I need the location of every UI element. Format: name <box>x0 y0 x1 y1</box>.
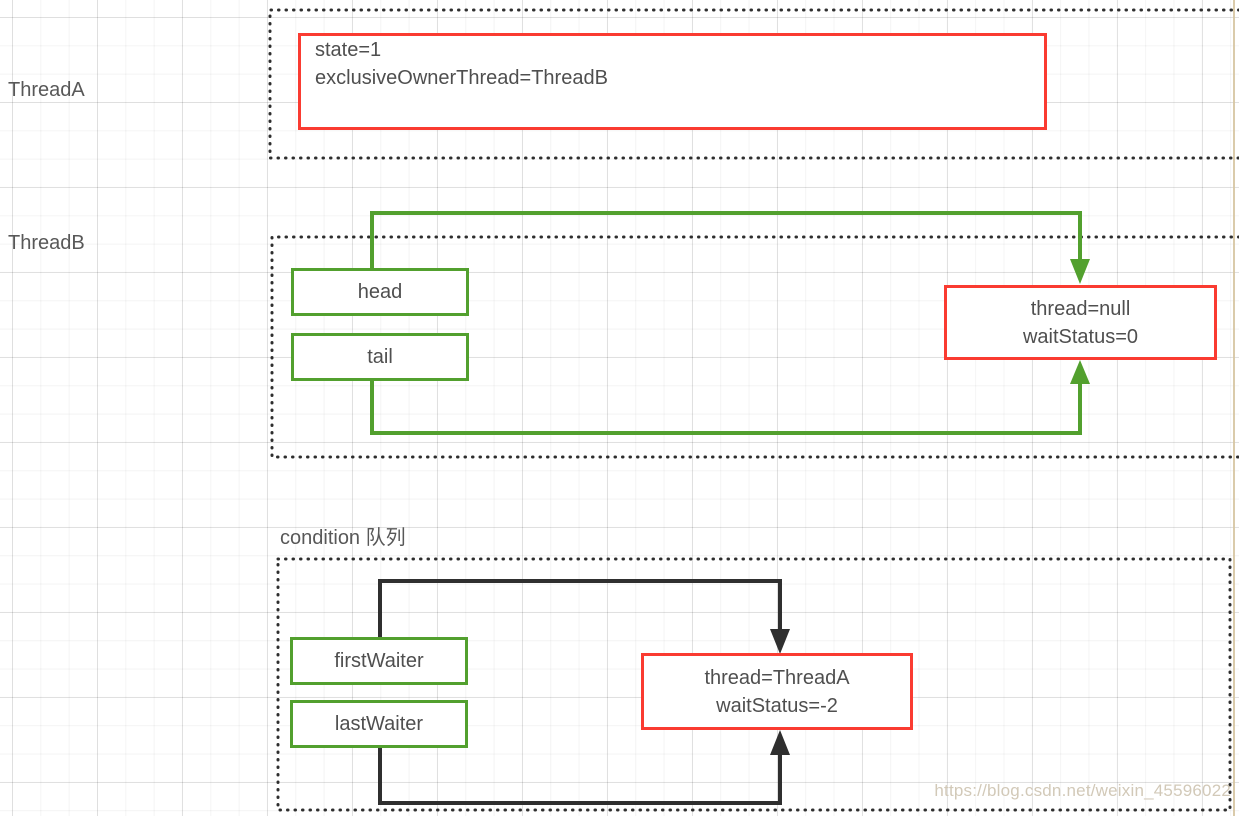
page-edge-line <box>1233 0 1235 816</box>
condition-node-line1: thread=ThreadA <box>704 666 850 689</box>
threadb-label: ThreadB <box>8 232 85 254</box>
condition-node-box: thread=ThreadA waitStatus=-2 <box>641 653 913 730</box>
head-box: head <box>291 268 469 316</box>
lock-state-line2: exclusiveOwnerThread=ThreadB <box>315 67 608 89</box>
last-waiter-box: lastWaiter <box>290 700 468 748</box>
lock-state-line1: state=1 <box>315 39 382 61</box>
sync-node-box: thread=null waitStatus=0 <box>944 285 1217 360</box>
sync-node-line2: waitStatus=0 <box>1022 325 1139 348</box>
connector-tail-to-node <box>370 360 1090 435</box>
first-waiter-box: firstWaiter <box>290 637 468 685</box>
condition-queue-title: condition 队列 <box>280 527 406 549</box>
threada-label: ThreadA <box>8 79 85 101</box>
condition-node-line2: waitStatus=-2 <box>716 694 838 717</box>
connector-head-to-node <box>370 211 1090 284</box>
lock-state-box: state=1 exclusiveOwnerThread=ThreadB <box>298 33 1047 130</box>
sync-node-line1: thread=null <box>1030 297 1131 320</box>
csdn-watermark: https://blog.csdn.net/weixin_45596022 <box>934 781 1231 800</box>
tail-box: tail <box>291 333 469 381</box>
